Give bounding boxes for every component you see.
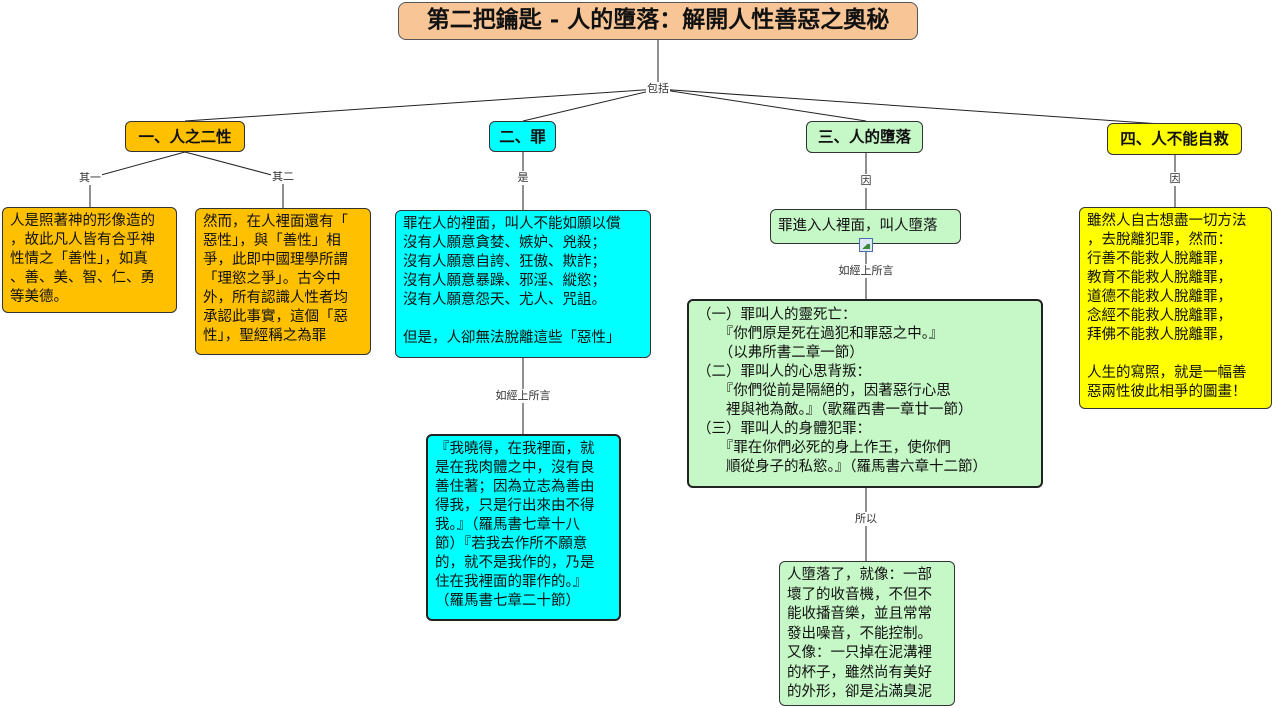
node-fallen-man-analogy[interactable]: 人墮落了，就像：一部 壞了的收音機，不但不 能收播音樂，並且常常 發出噪音，不能… (779, 561, 955, 706)
branch-cannot-save-self[interactable]: 四、人不能自救 (1107, 123, 1242, 155)
branch-fall-of-man[interactable]: 三、人的墮落 (806, 121, 923, 153)
node-good-nature[interactable]: 人是照著神的形像造的 ，故此凡人皆有合乎神 性情之「善性」，如真 、善、美、智、… (2, 207, 177, 313)
node-evil-nature[interactable]: 然而，在人裡面還有「 惡性」，與「善性」相 爭，此即中國理學所謂 「理慾之爭」。… (195, 208, 371, 355)
map-title: 第二把鑰匙 - 人的墮落：解開人性善惡之奧秘 (398, 2, 918, 40)
branch-human-nature[interactable]: 一、人之二性 (125, 121, 245, 152)
node-romans-seven-quote[interactable]: 『我曉得，在我裡面，就 是在我肉體之中，沒有良 善住著；因為立志為善由 得我，只… (426, 434, 621, 621)
link-label-therefore: 所以 (854, 512, 878, 526)
link-label-is: 是 (516, 171, 530, 185)
node-sin-description[interactable]: 罪在人的裡面，叫人不能如願以償 沒有人願意貪婪、嫉妒、兇殺； 沒有人願意自誇、狂… (395, 210, 651, 358)
link-label-because: 因 (859, 174, 873, 188)
node-cannot-escape-sin[interactable]: 雖然人自古想盡一切方法 ，去脫離犯罪，然而： 行善不能救人脫離罪， 教育不能救人… (1079, 207, 1272, 409)
link-label-because-four: 因 (1168, 172, 1182, 186)
image-icon[interactable] (859, 238, 873, 252)
node-effects-of-sin[interactable]: （一）罪叫人的靈死亡： 『你們原是死在過犯和罪惡之中。』 （以弗所書二章一節） … (687, 299, 1043, 488)
link-label-second: 其二 (271, 170, 295, 184)
link-label-scripture-sin: 如經上所言 (494, 389, 552, 403)
link-label-scripture-fall: 如經上所言 (837, 264, 895, 278)
link-label-first: 其一 (78, 171, 102, 185)
branch-sin[interactable]: 二、罪 (489, 121, 556, 152)
link-label-include: 包括 (646, 82, 670, 96)
